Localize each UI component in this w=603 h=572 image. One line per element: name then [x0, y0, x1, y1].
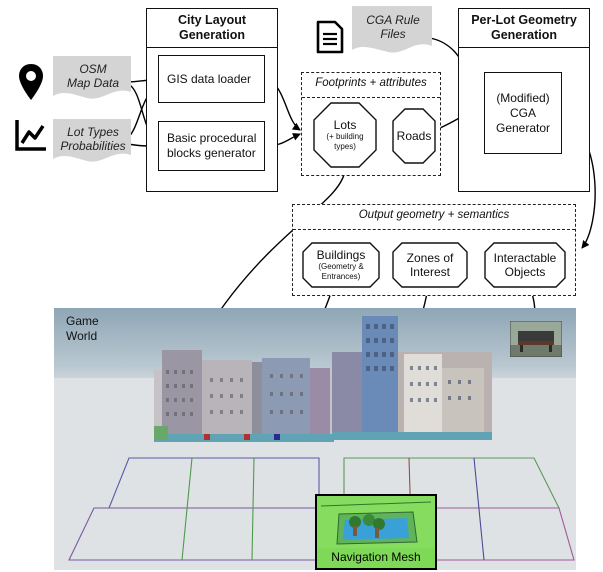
cga-rules-input-shape [352, 6, 432, 53]
osm-input-shape [53, 56, 131, 99]
document-icon [316, 20, 344, 54]
objects-label: Interactable Objects [493, 251, 557, 279]
buildings-title: Buildings [316, 248, 366, 262]
osm-label: OSM Map Data [66, 62, 120, 90]
lot-types-label: Lot Types Probabilities [60, 125, 126, 153]
line-chart-icon [15, 120, 46, 151]
per-lot-title: Per-Lot Geometry Generation [459, 9, 589, 48]
footprints-divider [302, 97, 440, 98]
cga-rules-label: CGA Rule Files [366, 13, 420, 41]
buildings-node: Buildings (Geometry & Entrances) [302, 242, 380, 288]
cga-generator-box: (Modified) CGA Generator [484, 72, 562, 154]
lots-subtitle: (+ building types) [326, 132, 364, 151]
zones-label: Zones of Interest [406, 251, 454, 279]
city-layout-title: City Layout Generation [147, 9, 277, 48]
navigation-mesh-inset: Navigation Mesh [315, 494, 437, 570]
lots-title: Lots [333, 118, 357, 132]
map-pin-icon [19, 64, 43, 100]
game-world-render [54, 316, 576, 570]
right-building-block [332, 316, 492, 440]
gis-loader-box: GIS data loader [158, 55, 265, 103]
game-world-label: Game World [66, 314, 99, 343]
lots-node: Lots (+ building types) [313, 102, 377, 168]
roads-node: Roads [392, 108, 436, 164]
navigation-mesh-render [317, 496, 435, 548]
left-building-block [154, 350, 344, 442]
objects-node: Interactable Objects [484, 242, 566, 288]
navigation-mesh-label: Navigation Mesh [331, 550, 421, 564]
buildings-subtitle: (Geometry & Entrances) [318, 262, 364, 281]
lot-types-input-shape [53, 119, 131, 162]
output-divider [293, 229, 575, 230]
blocks-generator-box: Basic procedural blocks generator [158, 121, 265, 171]
interactable-object-image [510, 321, 562, 357]
game-world-scene: Game World [54, 308, 576, 570]
output-label: Output geometry + semantics [358, 209, 510, 221]
zones-node: Zones of Interest [392, 242, 468, 288]
roads-label: Roads [396, 129, 432, 143]
footprints-label: Footprints + attributes [315, 77, 427, 89]
